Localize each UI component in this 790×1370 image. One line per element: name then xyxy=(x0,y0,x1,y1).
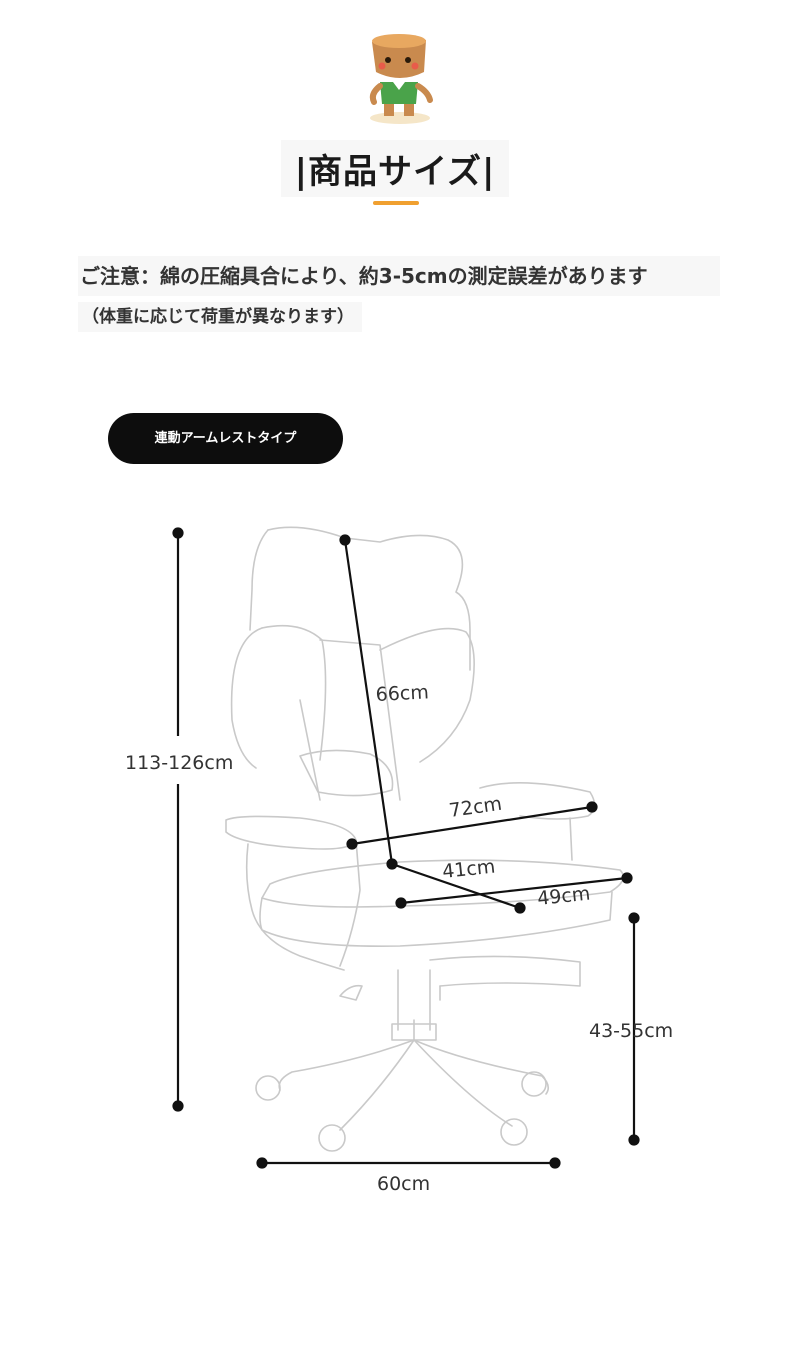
total-height-top-dot xyxy=(172,527,184,539)
arm-width-line xyxy=(351,805,593,846)
base-width-label: 60cm xyxy=(377,1173,430,1195)
notice-subtext: （体重に応じて荷重が異なります） xyxy=(78,302,362,332)
seat-depth-label: 41cm xyxy=(441,856,496,883)
title-underline xyxy=(373,201,419,205)
type-badge: 連動アームレストタイプ xyxy=(108,413,343,464)
seat-width-line xyxy=(400,876,628,905)
seat-depth-line xyxy=(391,862,521,910)
chair-outline xyxy=(225,526,625,1152)
mascot-icon xyxy=(369,34,433,124)
total-height-label: 113-126cm xyxy=(125,752,233,774)
page-title: |商品サイズ| xyxy=(280,140,510,197)
arm-width-label: 72cm xyxy=(448,793,504,822)
chair-dimension-diagram: 113-126cm 66cm 72cm 41cm 49cm 43-55cm 60… xyxy=(125,526,673,1195)
backrest-height-label: 66cm xyxy=(375,681,429,706)
backrest-height-line xyxy=(343,539,394,865)
notice-text: ご注意：綿の圧縮具合により、約3-5cmの測定誤差があります xyxy=(78,256,720,296)
seat-height-label: 43-55cm xyxy=(589,1020,673,1042)
seat-width-label: 49cm xyxy=(536,883,591,910)
total-height-bottom-dot xyxy=(172,1100,184,1112)
title-block: |商品サイズ| xyxy=(0,140,790,197)
